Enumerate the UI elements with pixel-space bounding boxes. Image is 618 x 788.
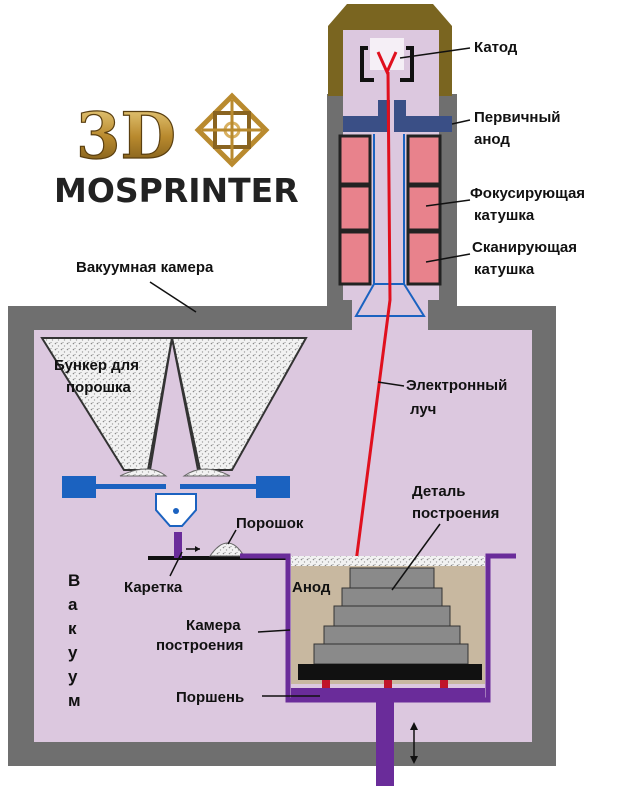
hopper-inner-lines bbox=[147, 337, 201, 471]
powder-pile-right bbox=[182, 468, 231, 477]
vacuum-letter-1: В bbox=[68, 571, 80, 590]
piston-rod bbox=[376, 700, 394, 786]
cathode-block bbox=[370, 38, 404, 70]
label-anode: Анод bbox=[292, 579, 331, 596]
label-primary-anode-2: анод bbox=[474, 131, 510, 148]
label-part-1: Деталь bbox=[412, 483, 465, 500]
cathode-bracket-right bbox=[400, 46, 414, 82]
label-scan-coil-2: катушка bbox=[474, 261, 535, 278]
carriage-rail bbox=[148, 556, 288, 560]
piston-plate bbox=[291, 688, 485, 700]
hopper-right-shell bbox=[170, 337, 308, 471]
coils bbox=[338, 134, 442, 286]
label-focus-coil-2: катушка bbox=[474, 207, 535, 224]
primary-anode-right bbox=[394, 100, 452, 132]
logo-name-text: MOSPRINTER bbox=[54, 171, 299, 210]
rake-mechanism bbox=[62, 476, 290, 527]
label-hopper-1: Бункер для bbox=[54, 357, 139, 374]
powder-pile-left bbox=[119, 468, 168, 477]
label-focus-coil-1: Фокусирующая bbox=[470, 185, 585, 202]
cathode-bracket-left bbox=[360, 46, 374, 82]
celtic-knot-icon bbox=[194, 92, 270, 168]
carriage-blade bbox=[174, 532, 182, 558]
primary-anode bbox=[343, 100, 390, 132]
leader-lines bbox=[149, 47, 471, 697]
label-electron-beam-1: Электронный bbox=[406, 377, 507, 394]
built-part bbox=[298, 567, 482, 688]
logo: 3D MOSPRINTER bbox=[54, 92, 299, 210]
label-build-chamber-2: построения bbox=[156, 637, 243, 654]
label-electron-beam-2: луч bbox=[410, 401, 436, 418]
label-cathode: Катод bbox=[474, 39, 518, 56]
vacuum-letter-2: а bbox=[68, 595, 78, 614]
vacuum-letter-6: м bbox=[68, 691, 81, 710]
label-piston: Поршень bbox=[176, 689, 244, 706]
beam-deflector-cone bbox=[354, 283, 426, 317]
label-primary-anode-1: Первичный bbox=[474, 109, 561, 126]
vacuum-letter-3: к bbox=[68, 619, 77, 638]
label-part-2: построения bbox=[412, 505, 499, 522]
vacuum-letter-4: у bbox=[68, 643, 78, 662]
label-carriage: Каретка bbox=[124, 579, 183, 596]
label-scan-coil-1: Сканирующая bbox=[472, 239, 577, 256]
electron-beam bbox=[354, 71, 392, 563]
cathode-filament bbox=[376, 51, 398, 76]
logo-mark-text: 3D bbox=[76, 99, 176, 174]
label-vacuum-chamber: Вакуумная камера bbox=[76, 259, 214, 276]
powder-top-layer bbox=[291, 556, 485, 566]
label-hopper-2: порошка bbox=[66, 379, 132, 396]
carriage-arrow-head bbox=[195, 546, 200, 552]
label-build-chamber-1: Камера bbox=[186, 617, 241, 634]
vacuum-letter-5: у bbox=[68, 667, 78, 686]
label-powder: Порошок bbox=[236, 515, 304, 532]
